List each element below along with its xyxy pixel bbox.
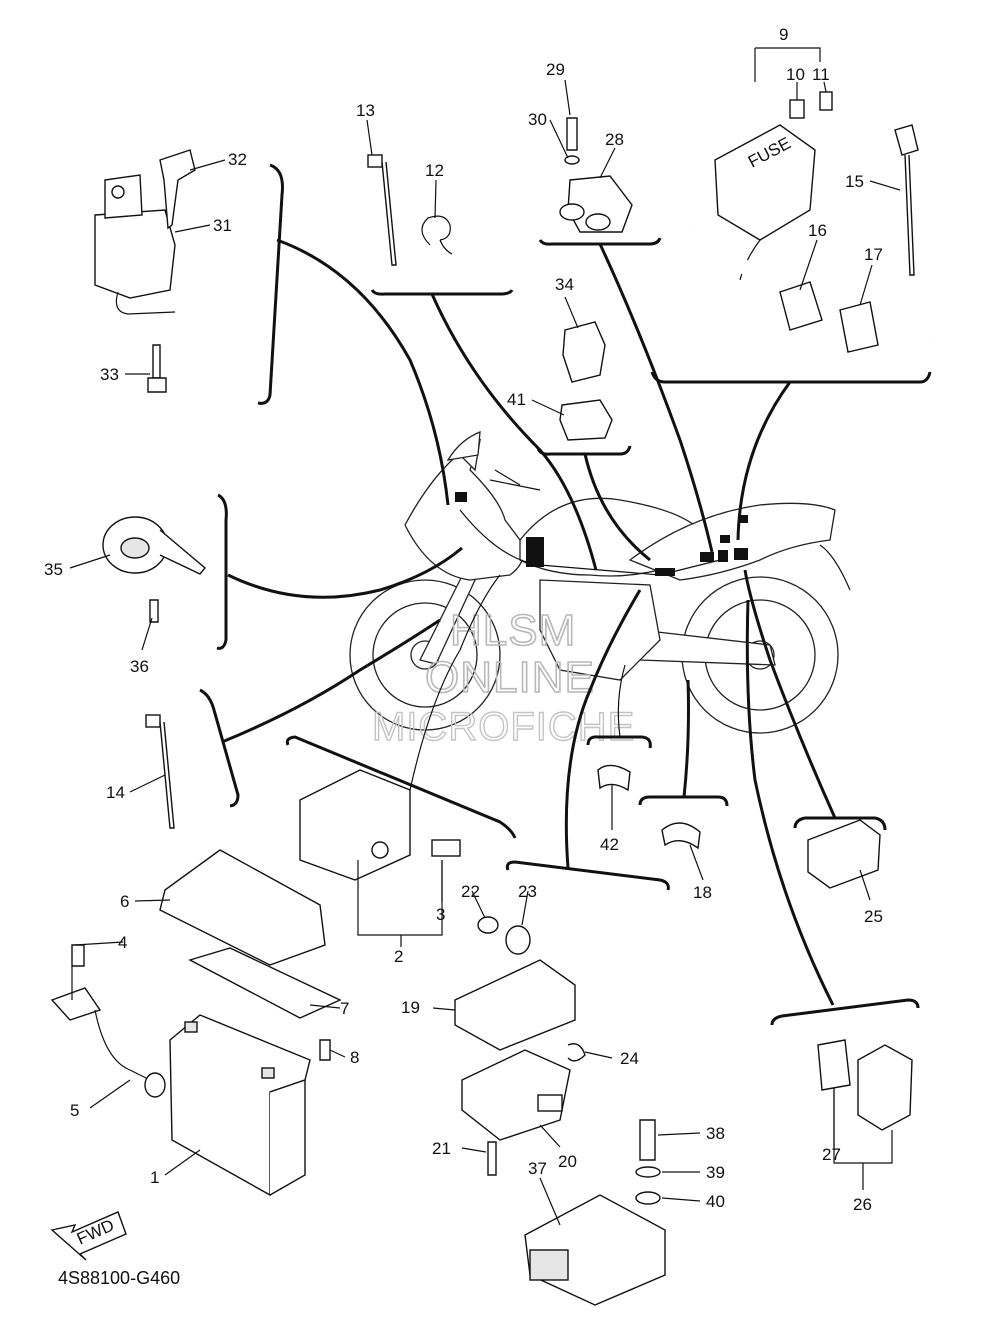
callout-29: 29 [546, 60, 565, 79]
callout-40: 40 [706, 1192, 725, 1211]
regulator-part [299, 769, 461, 881]
diagram-code: 4S88100-G460 [58, 1268, 180, 1288]
callout-31: 31 [213, 216, 232, 235]
callout-8: 8 [350, 1048, 359, 1067]
callout-7: 7 [340, 999, 349, 1018]
callout-13: 13 [356, 101, 375, 120]
callout-28: 28 [605, 130, 624, 149]
callout-30: 30 [528, 110, 547, 129]
callout-41: 41 [507, 390, 526, 409]
battery-part [169, 1014, 311, 1197]
callout-20: 20 [558, 1152, 577, 1171]
callout-4: 4 [118, 933, 127, 952]
callout-32: 32 [228, 150, 247, 169]
callout-27: 27 [822, 1145, 841, 1164]
callout-26: 26 [853, 1195, 872, 1214]
fwd-arrow-icon: FWD [50, 1211, 127, 1261]
callout-1: 1 [150, 1168, 159, 1187]
clamp-part [597, 764, 701, 850]
callout-23: 23 [518, 882, 537, 901]
bolt-part [147, 344, 167, 393]
callout-12: 12 [425, 161, 444, 180]
callout-labels: 1 2 3 4 5 6 7 8 9 10 11 12 13 14 15 16 1… [44, 25, 883, 1214]
relay-28-part [559, 117, 633, 233]
callout-21: 21 [432, 1139, 451, 1158]
watermark-line3: MICROFICHE [372, 705, 635, 749]
callout-18: 18 [693, 883, 712, 902]
callout-25: 25 [864, 907, 883, 926]
callout-22: 22 [461, 882, 480, 901]
callout-24: 24 [620, 1049, 639, 1068]
motorcycle-outline [349, 431, 851, 734]
callout-38: 38 [706, 1124, 725, 1143]
callout-34: 34 [555, 275, 574, 294]
callout-15: 15 [845, 172, 864, 191]
watermark-line2: ONLINE [425, 653, 595, 702]
callout-17: 17 [864, 245, 883, 264]
callout-35: 35 [44, 560, 63, 579]
horn-part [102, 516, 206, 623]
callout-9: 9 [779, 25, 788, 44]
relay-34-part [559, 321, 613, 441]
cable-part [50, 944, 331, 1098]
callout-36: 36 [130, 657, 149, 676]
watermark: HLSM ONLINE MICROFICHE [371, 605, 635, 750]
callout-11: 11 [812, 65, 830, 84]
ecu-bracket-part [454, 916, 586, 1176]
callout-37: 37 [528, 1159, 547, 1178]
fuse-box-part: FUSE [714, 91, 833, 281]
relay-26-part [817, 1039, 913, 1131]
callout-14: 14 [106, 783, 125, 802]
callout-6: 6 [120, 892, 129, 911]
callout-42: 42 [600, 835, 619, 854]
callout-3: 3 [436, 905, 445, 924]
callout-39: 39 [706, 1163, 725, 1182]
callout-5: 5 [70, 1101, 79, 1120]
callout-10: 10 [786, 65, 805, 84]
callout-19: 19 [401, 998, 420, 1017]
callout-33: 33 [100, 365, 119, 384]
callout-2: 2 [394, 947, 403, 966]
unit-37-part [524, 1119, 666, 1306]
relay-25-part [807, 819, 881, 889]
battery-box-part [159, 849, 342, 1019]
leader-lines [69, 47, 901, 1226]
watermark-line1: HLSM [450, 606, 576, 655]
group-brackets [199, 163, 932, 1026]
tie-15-part [894, 124, 919, 276]
main-switch-part [94, 149, 196, 315]
callout-16: 16 [808, 221, 827, 240]
harness-clamp-part [685, 224, 933, 353]
